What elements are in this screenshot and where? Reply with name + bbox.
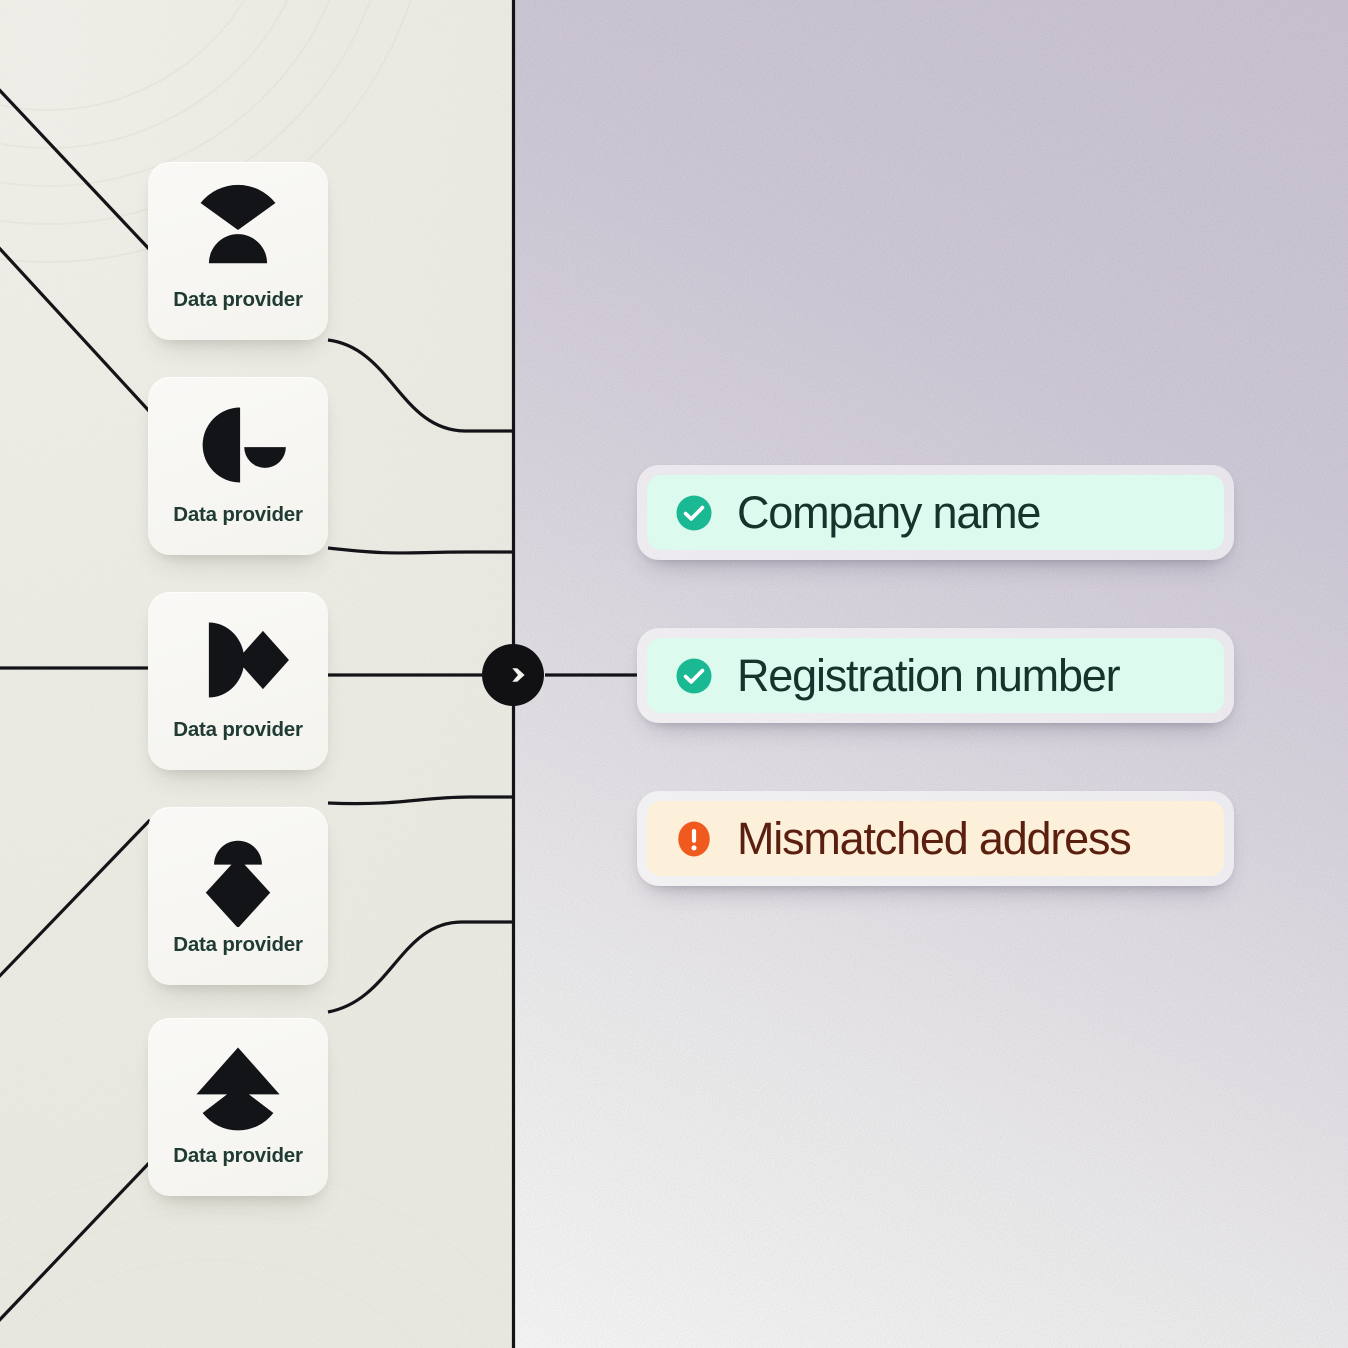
card-label: Data provider: [173, 718, 303, 741]
data-provider-card-2[interactable]: Data provider: [148, 377, 328, 555]
data-provider-card-5[interactable]: Data provider: [148, 1018, 328, 1196]
result-chip-registration-number[interactable]: Registration number: [637, 628, 1234, 723]
card-label: Data provider: [173, 503, 303, 526]
fan-and-dome-icon: [200, 184, 276, 264]
exclamation-circle-icon: [678, 821, 710, 856]
halfdisc-and-diamond-icon: [208, 622, 289, 698]
card-label: Data provider: [173, 933, 303, 956]
halfdisc-and-dome-icon: [202, 407, 286, 483]
dome-over-diamond-icon: [205, 840, 271, 927]
result-chip-mismatched-address[interactable]: Mismatched address: [637, 791, 1234, 886]
card-label: Data provider: [173, 288, 303, 311]
chip-label: Company name: [737, 487, 1041, 538]
flow-arrow-node[interactable]: [482, 644, 544, 706]
data-provider-card-4[interactable]: Data provider: [148, 807, 328, 985]
data-provider-card-3[interactable]: Data provider: [148, 592, 328, 770]
result-chip-company-name[interactable]: Company name: [637, 465, 1234, 560]
arrow-right-icon: [501, 668, 525, 682]
chip-label: Registration number: [737, 650, 1121, 701]
chip-label: Mismatched address: [737, 813, 1132, 864]
check-circle-icon: [676, 658, 712, 693]
check-circle-icon: [676, 495, 712, 530]
card-label: Data provider: [173, 1144, 303, 1167]
triangle-over-fan-icon: [196, 1047, 280, 1131]
data-provider-card-1[interactable]: Data provider: [148, 162, 328, 340]
